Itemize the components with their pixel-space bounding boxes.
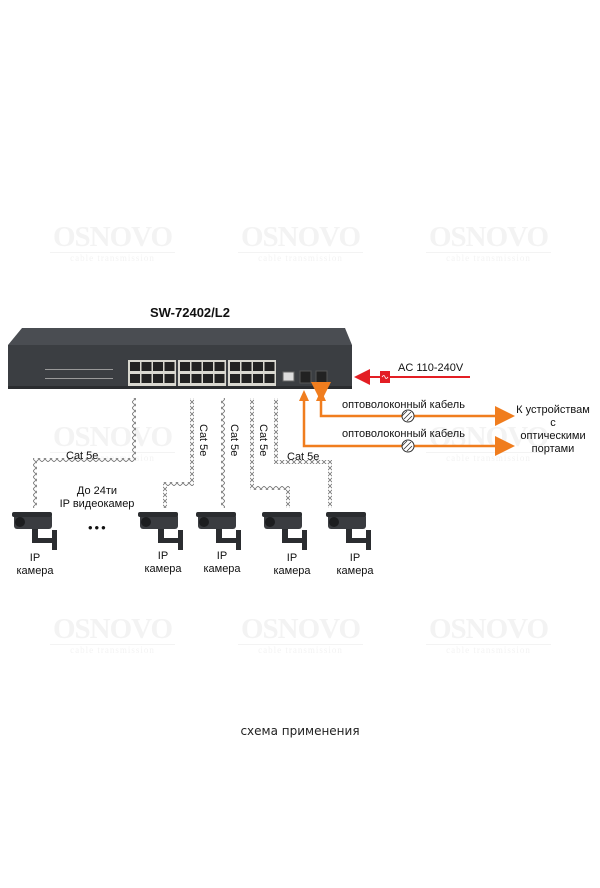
rj45-port	[141, 362, 152, 371]
rj45-port	[130, 362, 140, 371]
rj45-port	[191, 374, 202, 383]
rj45-port	[241, 374, 252, 383]
rj45-port	[141, 374, 152, 383]
rj45-port	[203, 362, 213, 371]
status-leds	[45, 369, 113, 379]
ip-camera-icon	[326, 512, 371, 550]
arrow-up-icon	[316, 390, 326, 401]
cat5e-cables	[33, 398, 332, 508]
fiber-cable-label: оптоволоконный кабель	[342, 399, 465, 411]
cable-label: Cat 5e	[287, 451, 320, 463]
cable-label: Cat 5e	[228, 424, 240, 457]
rj45-port	[241, 362, 252, 371]
sfp-port	[299, 370, 312, 384]
arrow-up-icon	[299, 390, 309, 401]
power-label: AC 110-240V	[398, 362, 464, 374]
fiber-coupler-icon	[401, 409, 415, 423]
rj45-port	[191, 362, 202, 371]
cable-label: Cat 5e	[66, 450, 99, 462]
power-connection	[354, 369, 470, 385]
network-switch	[8, 328, 352, 389]
rj45-port	[180, 374, 190, 383]
device-model: SW-72402/L2	[150, 305, 230, 320]
rj45-port	[230, 362, 240, 371]
cable-label: Cat 5e	[197, 424, 209, 457]
camera-count-note: До 24ти IP видеокамер	[59, 485, 135, 510]
ip-camera-icon	[196, 512, 241, 550]
ellipsis: •••	[88, 520, 108, 535]
cable-label: Cat 5e	[257, 424, 269, 457]
rj45-port	[130, 374, 140, 383]
rj45-port	[214, 374, 225, 383]
rj45-port	[164, 374, 175, 383]
fiber-coupler-icon	[401, 439, 415, 453]
ip-camera-icon	[12, 512, 57, 550]
rj45-port	[153, 374, 163, 383]
sfp-port	[315, 370, 328, 384]
rj45-port	[180, 362, 190, 371]
ip-camera-icon	[262, 512, 307, 550]
rj45-port	[153, 362, 163, 371]
rj45-port	[203, 374, 213, 383]
rj45-port	[253, 374, 263, 383]
ip-camera-icon	[138, 512, 183, 550]
console-port	[282, 371, 295, 382]
rj45-port	[230, 374, 240, 383]
rj45-port	[264, 374, 275, 383]
diagram-caption: схема применения	[240, 724, 360, 738]
rj45-port	[253, 362, 263, 371]
rj45-port	[164, 362, 175, 371]
rj45-port	[264, 362, 275, 371]
rj45-port	[214, 362, 225, 371]
destination-label: К устройствам с оптическими портами	[516, 404, 590, 455]
fiber-cable-label: оптоволоконный кабель	[342, 428, 465, 440]
